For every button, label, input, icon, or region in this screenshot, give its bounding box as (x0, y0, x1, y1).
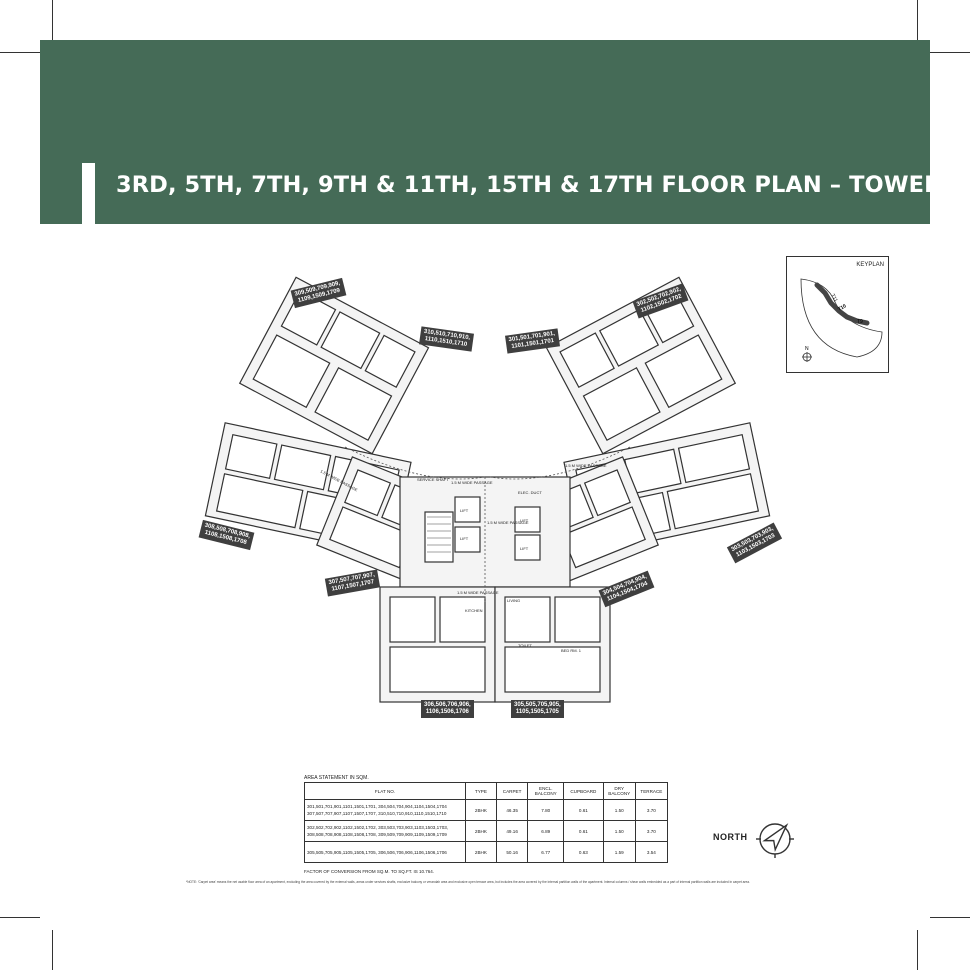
flat-numbers-cell: 301,501,701,901,1101,1501,1701, 304,504,… (303, 799, 467, 821)
north-label: NORTH (713, 832, 748, 842)
area-statement-heading: AREA STATEMENT IN SQM. (304, 775, 369, 781)
keyplan-north-label: N (805, 346, 809, 352)
dry-balcony-cell: 1.59 (602, 841, 636, 863)
unit-number-label: 305,505,705,905, 1105,1505,1705 (511, 700, 564, 718)
room-label: TOILET (518, 643, 532, 648)
title-accent-bar (82, 163, 95, 224)
keyplan-map: N T11 T10 T9 (800, 278, 883, 362)
crop-mark (917, 0, 918, 40)
column-header: CUPBOARD (563, 782, 604, 800)
conversion-factor-note: FACTOR OF CONVERSION FROM SQ.M. TO SQ.FT… (304, 869, 435, 874)
encl-balcony-cell: 6.89 (527, 820, 565, 842)
encl-balcony-cell: 7.80 (527, 799, 565, 821)
keyplan-tower-label: T9 (857, 319, 863, 325)
column-header: TYPE (465, 782, 497, 800)
column-header: ENCL. BALCONY (527, 782, 565, 800)
crop-mark (52, 0, 53, 40)
type-cell: 2BHK (465, 799, 497, 821)
floor-plan: 1.5 M WIDE PASSAGE 1.5 M WIDE PASSAGE 1.… (195, 272, 780, 722)
floor-plan-drawing: 1.5 M WIDE PASSAGE 1.5 M WIDE PASSAGE 1.… (204, 276, 771, 703)
page-title: 3RD, 5TH, 7TH, 9TH & 11TH, 15TH & 17TH F… (116, 172, 970, 198)
wing-top-left (238, 276, 430, 455)
unit-number-label: 306,506,706,906, 1106,1506,1706 (421, 700, 474, 718)
room-label: 1.5 M WIDE PASSAGE (487, 520, 529, 525)
room-label: SERVICE SHAFT (417, 477, 449, 482)
room-label: LIFT (520, 546, 529, 551)
room-label: BED RM. 1 (561, 648, 582, 653)
table-row: 301,501,701,901,1101,1501,1701, 304,504,… (303, 799, 669, 821)
encl-balcony-cell: 6.77 (527, 841, 565, 863)
keyplan-tower-label: T11 (829, 293, 838, 303)
room-label: LIVING (507, 598, 520, 603)
carpet-area-note: *NOTE: 'Carpet area' means the net usabl… (186, 880, 750, 884)
crop-mark (0, 917, 40, 918)
type-cell: 2BHK (465, 841, 497, 863)
compass-icon (756, 823, 794, 858)
column-header: TERRACE (634, 782, 669, 800)
room-label: LIFT (520, 518, 529, 523)
column-header: DRY BALCONY (602, 782, 636, 800)
table-row: 305,505,705,905,1105,1505,1705, 306,506,… (303, 841, 669, 863)
keyplan: KEYPLAN N T11 T10 T9 (786, 256, 889, 373)
crop-mark (917, 930, 918, 970)
title-banner (40, 40, 930, 224)
area-statement-table: FLAT NO. TYPE CARPET ENCL. BALCONY CUPBO… (303, 782, 669, 863)
room-label: KITCHEN (465, 608, 483, 613)
flat-numbers-cell: 302,502,702,902,1102,1502,1702, 303,503,… (303, 820, 467, 842)
crop-mark (930, 52, 970, 53)
dry-balcony-cell: 1.50 (602, 820, 636, 842)
carpet-cell: 49.16 (495, 820, 529, 842)
column-header: CARPET (495, 782, 529, 800)
room-label: 1.5 M WIDE PASSAGE (451, 480, 493, 485)
room-label: 1.5 M WIDE PASSAGE (565, 463, 607, 468)
wing-top-right (545, 276, 737, 455)
keyplan-tower-label: T10 (837, 303, 848, 313)
table-header-row: FLAT NO. TYPE CARPET ENCL. BALCONY CUPBO… (303, 782, 669, 800)
room-label: 1.5 M WIDE PASSAGE (457, 590, 499, 595)
crop-mark (0, 52, 40, 53)
room-label: ELEC. DUCT (518, 490, 542, 495)
carpet-cell: 46.35 (495, 799, 529, 821)
keyplan-title: KEYPLAN (856, 262, 884, 268)
type-cell: 2BHK (465, 820, 497, 842)
crop-mark (930, 917, 970, 918)
terrace-cell: 3.70 (634, 820, 669, 842)
cupboard-cell: 0.63 (563, 841, 604, 863)
terrace-cell: 3.54 (634, 841, 669, 863)
room-label: LIFT (460, 508, 469, 513)
dry-balcony-cell: 1.50 (602, 799, 636, 821)
cupboard-cell: 0.61 (563, 820, 604, 842)
crop-mark (52, 930, 53, 970)
table-row: 302,502,702,902,1102,1502,1702, 303,503,… (303, 820, 669, 842)
column-header: FLAT NO. (303, 782, 467, 800)
cupboard-cell: 0.61 (563, 799, 604, 821)
terrace-cell: 3.70 (634, 799, 669, 821)
room-label: LIFT (460, 536, 469, 541)
carpet-cell: 50.16 (495, 841, 529, 863)
flat-numbers-cell: 305,505,705,905,1105,1505,1705, 306,506,… (303, 841, 467, 863)
